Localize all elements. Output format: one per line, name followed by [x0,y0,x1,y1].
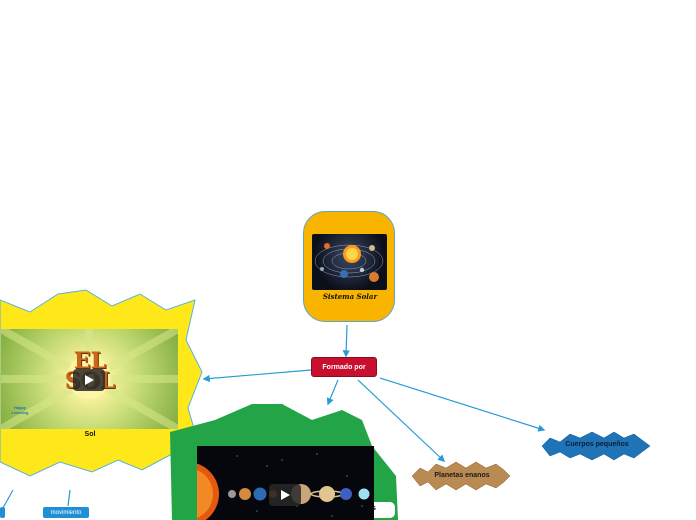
planetas-label-box[interactable]: s [372,501,396,519]
planetas-partial-label: s [372,505,376,512]
tag-movimiento[interactable]: movimiento [43,507,89,518]
solar-system-image [312,234,387,290]
sol-caption: Sol [84,431,96,438]
tag-left-partial[interactable] [0,507,5,518]
happy-learning-logo: Happy Learning [11,405,29,415]
planetas-enanos-label: Planetas enanos [434,472,490,479]
line-sol-to-child-left [2,489,14,509]
planetas-play-button[interactable] [269,484,301,506]
play-icon [85,375,94,385]
cuerpos-pequenos-shape[interactable] [541,431,651,461]
line-to-planetas [326,379,339,406]
line-root-to-connector [342,324,350,358]
formado-por-connector[interactable]: Formado por [311,357,377,377]
root-node-sistema-solar[interactable]: Sistema Solar [303,211,395,322]
line-to-cuerpos-pequenos [379,377,546,432]
line-to-sol [202,369,312,383]
formado-por-label: Formado por [322,363,366,371]
planetas-enanos-shape[interactable] [411,461,511,491]
cuerpos-pequenos-label: Cuerpos pequeños [565,441,629,448]
root-title: Sistema Solar [322,292,378,301]
line-to-planetas-enanos [357,379,446,462]
sol-play-button[interactable] [73,369,105,391]
planetas-video[interactable] [197,446,374,520]
movimiento-label: movimiento [50,509,82,516]
line-sol-to-movimiento [67,489,71,507]
play-icon [281,490,290,500]
sol-video[interactable]: EL SOL Happy Learning [1,329,178,429]
